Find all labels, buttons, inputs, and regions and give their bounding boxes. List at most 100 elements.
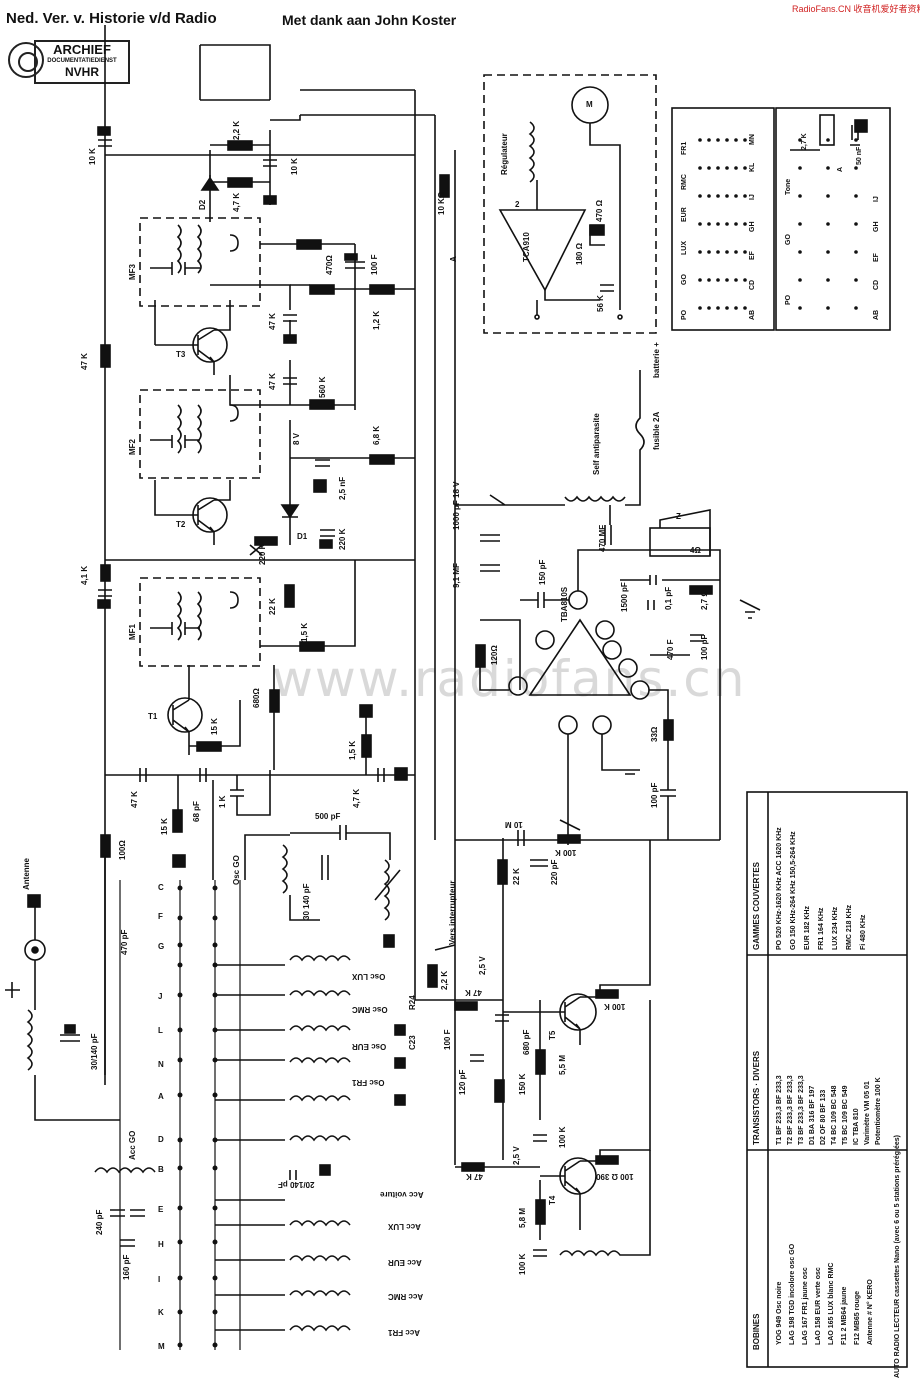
- band-table-dot: [707, 194, 711, 198]
- label-t3: T3: [176, 350, 186, 359]
- bobines-row: YOG 949 Osc noire: [776, 1281, 783, 1345]
- band-table1-cd: CD: [749, 279, 756, 290]
- band-table-dot: [798, 222, 802, 226]
- label-r100: 100Ω: [118, 840, 127, 860]
- band-table2-r27k: 2,7 K: [801, 133, 808, 150]
- band-table-dot: [798, 166, 802, 170]
- band-table-dot: [826, 166, 830, 170]
- label-r1k: 1 K: [218, 795, 227, 808]
- band-table-dot: [725, 250, 729, 254]
- band-table-dot: [725, 166, 729, 170]
- switch-contact-dot: [212, 1275, 218, 1281]
- label-r100k-t5: 100 K: [604, 1002, 626, 1011]
- band-table-dot: [826, 250, 830, 254]
- band-table-dot: [698, 278, 702, 282]
- label-r10k-lf: 10 KΩ: [437, 191, 446, 215]
- label-r22k-lf: 22 K: [512, 868, 521, 885]
- band-table-dot: [854, 306, 858, 310]
- label-c680pf: 680 pF: [522, 1029, 531, 1055]
- gammes-row: FR1 164 KHz: [818, 907, 825, 950]
- label-c47k-b: 47 K: [268, 373, 277, 390]
- bobines-row: F12 MB65 rouge: [854, 1290, 861, 1345]
- band-table1-mn: MN: [749, 134, 756, 145]
- band-table-dot: [734, 250, 738, 254]
- band-table2-ef: EF: [873, 253, 880, 262]
- band-table1-ef: EF: [749, 251, 756, 260]
- transistors-row: T4 BC 109 BC 548: [831, 1085, 838, 1145]
- label-r100-390: 100 Ω 390: [596, 1172, 634, 1181]
- band-table-dot: [798, 278, 802, 282]
- label-r120: 120Ω: [490, 645, 499, 665]
- band-table-dot: [716, 250, 720, 254]
- band-table-dot: [734, 166, 738, 170]
- switch-contact-dot: [212, 1239, 218, 1245]
- band-table-dot: [707, 138, 711, 142]
- transistors-row: T3 BF 233,3 BF 233,3: [798, 1075, 805, 1145]
- label-r47k-b-lf: 47 K: [466, 1172, 483, 1181]
- switch-contact-dot: [212, 1205, 218, 1211]
- band-table-dot: [826, 194, 830, 198]
- switch-letter-c: C: [158, 883, 164, 892]
- switch-letter-i: I: [158, 1275, 161, 1284]
- band-table-dot: [716, 278, 720, 282]
- label-c1500pf: 1500 pF: [620, 582, 629, 612]
- transistors-row: T5 BC 109 BC 549: [842, 1085, 849, 1145]
- switch-contact-dot: [177, 1239, 183, 1245]
- label-r470b: 470 Ω: [595, 200, 604, 222]
- band-table2-go: GO: [785, 234, 792, 245]
- band-table-dot: [734, 278, 738, 282]
- label-r100k-lf: 100 K: [558, 1126, 567, 1148]
- label-r55m: 5,5 M: [558, 1054, 567, 1075]
- band-table-dot: [698, 222, 702, 226]
- band-table2-a: A: [837, 166, 844, 172]
- bobines-row: LAG 198 TGD incolore osc GO: [789, 1243, 796, 1345]
- bobines-row: LAG 167 FR1 jaune osc: [802, 1267, 809, 1345]
- footer-side-caption: AUTO RADIO LECTEUR cassettes Nano (avec …: [894, 1135, 901, 1378]
- label-acc-fr1: Acc FR1: [388, 1328, 421, 1337]
- label-t1: T1: [148, 712, 158, 721]
- label-mf3: MF3: [128, 264, 137, 280]
- radio-logo-icon: [8, 42, 44, 78]
- band-table-dot: [798, 306, 802, 310]
- label-r15k-b: 15 K: [210, 718, 219, 735]
- label-tba810: TBA810S: [560, 586, 569, 622]
- switch-letter-h: H: [158, 1240, 164, 1249]
- stamp-line-documentatie: DOCUMENTATIEDIENST: [47, 58, 117, 64]
- band-table-dot: [854, 194, 858, 198]
- label-r220k-a: 220 K: [258, 543, 267, 565]
- label-motor: M: [586, 100, 593, 109]
- header-association: Ned. Ver. v. Historie v/d Radio: [6, 10, 217, 27]
- label-t2: T2: [176, 520, 186, 529]
- switch-contact-dot: [177, 1165, 183, 1171]
- transistors-row: Potentiomètre 100 K: [875, 1077, 882, 1145]
- label-r100k-b-lf: 100 K: [518, 1253, 527, 1275]
- label-c220pf: 220 pF: [550, 859, 559, 885]
- label-osc-lux: Osc LUX: [352, 972, 386, 981]
- band-table-dot: [734, 138, 738, 142]
- band-table-dot: [725, 278, 729, 282]
- label-r15k-c: 1,5 K: [348, 740, 357, 760]
- label-c100f: 100 F: [370, 254, 379, 275]
- band-table-dot: [725, 222, 729, 226]
- gammes-row: RMC 218 KHz: [846, 904, 853, 950]
- label-c10k: 10 K: [290, 158, 299, 175]
- label-r58m: 5,8 M: [518, 1207, 527, 1228]
- label-r220k-b: 220 K: [338, 528, 347, 550]
- label-c1000pf: 1000 pF 18 V: [452, 481, 461, 530]
- label-r68k: 6,8 K: [372, 425, 381, 445]
- band-table-dot: [743, 138, 747, 142]
- archive-stamp: ARCHIEF DOCUMENTATIEDIENST NVHR: [8, 40, 130, 86]
- switch-contact-dot: [177, 992, 183, 998]
- switch-contact-dot: [177, 942, 183, 948]
- band-table-dot: [743, 250, 747, 254]
- label-r41k: 4,1 K: [80, 565, 89, 585]
- band-table-dot: [826, 138, 830, 142]
- label-c470f: 470 F: [666, 639, 675, 660]
- switch-letter-g: G: [158, 942, 165, 951]
- band-table2-gh: GH: [873, 221, 880, 233]
- band-table1-ij: IJ: [749, 194, 756, 200]
- band-table-dot: [798, 138, 802, 142]
- gammes-row: Fi 480 KHz: [860, 914, 867, 950]
- switch-contact-dot: [177, 1275, 183, 1281]
- band-table-dot: [716, 306, 720, 310]
